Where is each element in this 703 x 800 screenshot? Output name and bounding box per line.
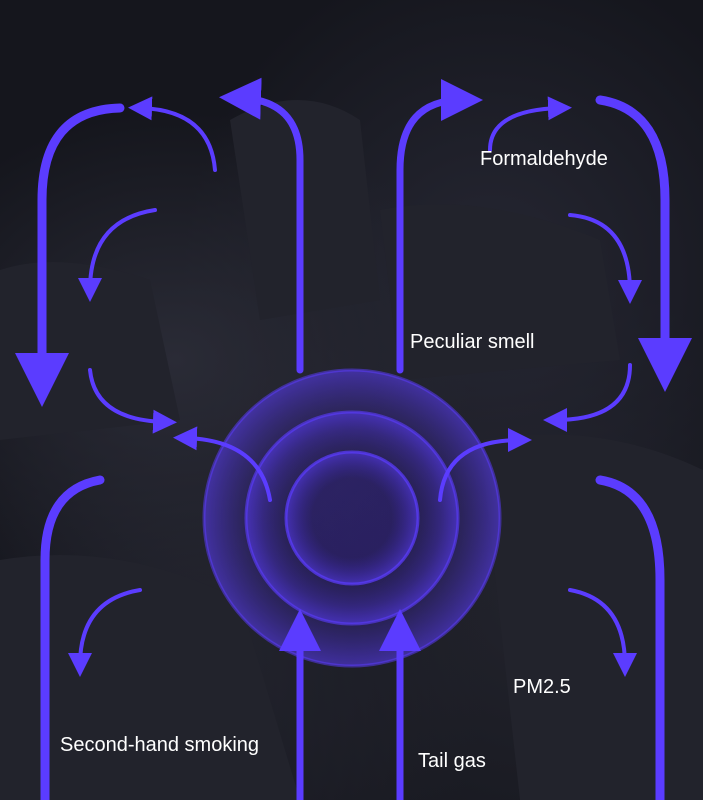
purifier-rings xyxy=(202,368,502,668)
label-formaldehyde: Formaldehyde xyxy=(480,148,608,170)
label-tail-gas: Tail gas xyxy=(418,750,486,772)
label-pm25: PM2.5 xyxy=(513,676,571,698)
label-second-hand-smoking: Second-hand smoking xyxy=(60,734,260,756)
label-peculiar-smell: Peculiar smell xyxy=(410,331,535,353)
airflow-arrows xyxy=(15,77,692,800)
